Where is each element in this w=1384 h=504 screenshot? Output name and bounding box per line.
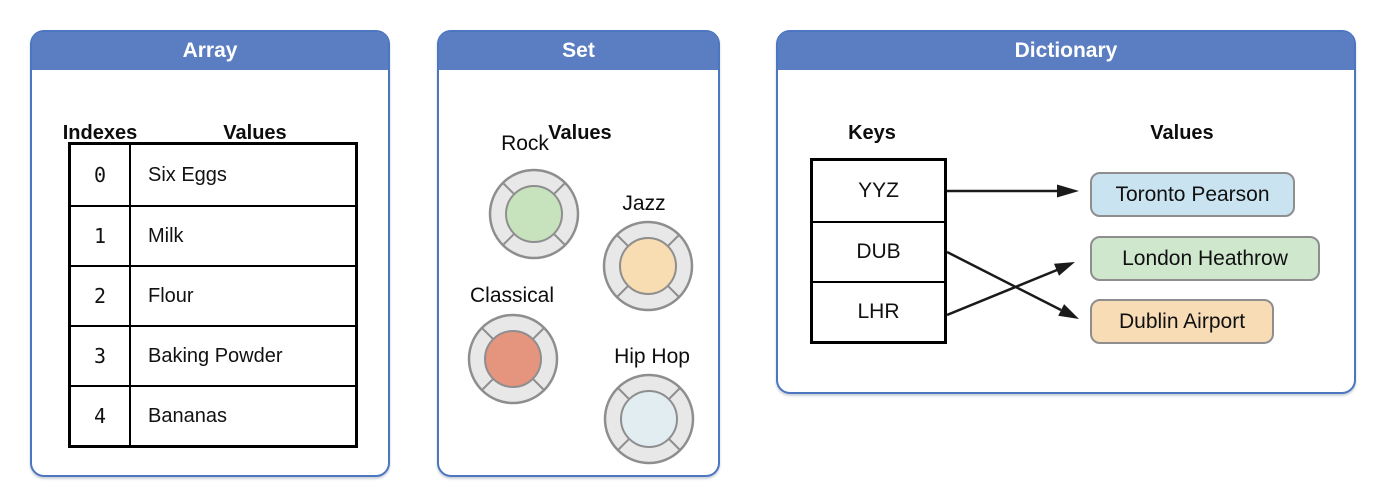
array-index: 4 bbox=[71, 385, 131, 445]
array-value: Bananas bbox=[131, 385, 355, 445]
dictionary-panel: Dictionary Keys Values YYZ DUB LHR Toron… bbox=[776, 30, 1356, 394]
array-index: 1 bbox=[71, 205, 131, 265]
set-panel: Set Values Rock Jazz Classical Hip Hop bbox=[437, 30, 720, 477]
array-table: 0 Six Eggs 1 Milk 2 Flour 3 Baking Powde… bbox=[68, 142, 358, 448]
set-item-label-jazz: Jazz bbox=[622, 192, 666, 215]
set-values-header: Values bbox=[548, 122, 612, 144]
array-index: 0 bbox=[71, 145, 131, 205]
life-preserver-icon bbox=[602, 220, 694, 312]
array-value: Milk bbox=[131, 205, 355, 265]
dictionary-keys-header: Keys bbox=[848, 122, 896, 144]
array-index: 2 bbox=[71, 265, 131, 325]
array-values-header: Values bbox=[223, 122, 287, 144]
dictionary-panel-title: Dictionary bbox=[778, 32, 1354, 70]
dictionary-keys-table: YYZ DUB LHR bbox=[810, 158, 947, 344]
life-preserver-icon bbox=[488, 168, 580, 260]
set-item-label-rock: Rock bbox=[501, 132, 549, 155]
array-value: Six Eggs bbox=[131, 145, 355, 205]
life-preserver-icon bbox=[603, 373, 695, 465]
set-panel-title: Set bbox=[439, 32, 718, 70]
key-value-mapping-arrows bbox=[947, 184, 1079, 319]
array-panel: Array Indexes Values 0 Six Eggs 1 Milk 2… bbox=[30, 30, 390, 477]
dictionary-value-box: Toronto Pearson bbox=[1090, 172, 1295, 217]
dictionary-value-box: London Heathrow bbox=[1090, 236, 1320, 281]
dictionary-key: LHR bbox=[813, 281, 944, 341]
dictionary-values-header: Values bbox=[1150, 122, 1214, 144]
array-value: Baking Powder bbox=[131, 325, 355, 385]
array-index: 3 bbox=[71, 325, 131, 385]
array-value: Flour bbox=[131, 265, 355, 325]
array-panel-title: Array bbox=[32, 32, 388, 70]
array-indexes-header: Indexes bbox=[62, 122, 138, 144]
dictionary-key: YYZ bbox=[813, 161, 944, 221]
life-preserver-icon bbox=[467, 313, 559, 405]
set-item-label-hiphop: Hip Hop bbox=[614, 345, 690, 368]
dictionary-value-box: Dublin Airport bbox=[1090, 299, 1274, 344]
dictionary-key: DUB bbox=[813, 221, 944, 281]
set-item-label-classical: Classical bbox=[469, 284, 555, 307]
